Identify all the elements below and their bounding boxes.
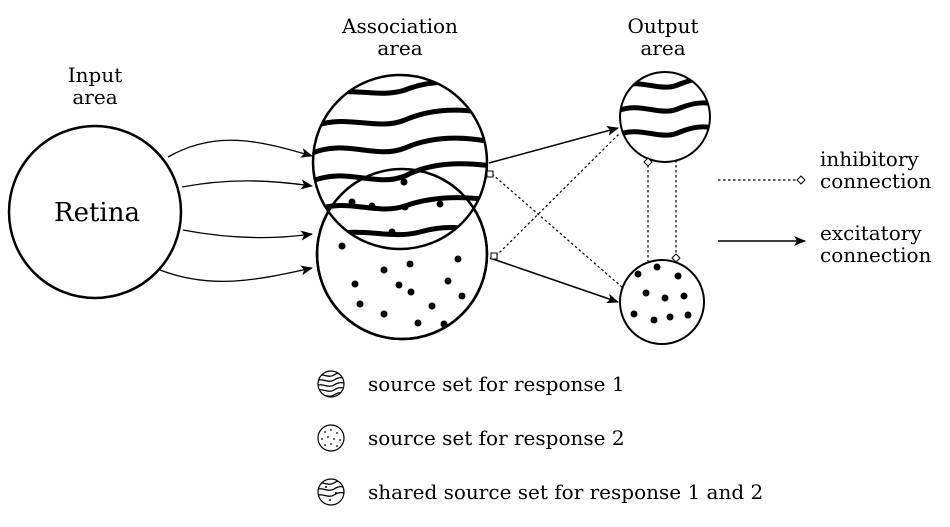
shared-dots bbox=[348, 178, 444, 236]
excitatory-label-1: excitatory bbox=[820, 221, 922, 245]
output-response-2-dots bbox=[630, 263, 692, 324]
input-area-label-1: Input bbox=[68, 63, 123, 87]
output-area-label-1: Output bbox=[627, 14, 698, 38]
legend-item-1: source set for response 1 bbox=[317, 370, 625, 398]
inhibitory-endpoints bbox=[486, 157, 806, 263]
inhibitory-line-2 bbox=[495, 132, 621, 257]
legend-item-2: source set for response 2 bbox=[317, 424, 625, 452]
retina-arrow-4 bbox=[159, 265, 313, 283]
output-response-1-circle bbox=[619, 71, 711, 163]
output-response-2-circle bbox=[619, 259, 705, 345]
legend-dots-icon bbox=[321, 429, 341, 447]
association-area-label-1: Association bbox=[341, 14, 458, 38]
retina-label: Retina bbox=[54, 198, 140, 228]
legend-item-3: shared source set for response 1 and 2 bbox=[317, 478, 763, 506]
retina-arrow-1 bbox=[167, 139, 313, 158]
legend-label-2: source set for response 2 bbox=[368, 426, 625, 450]
retina-arrow-2 bbox=[181, 179, 313, 190]
excitatory-arrow-1 bbox=[488, 126, 619, 164]
association-area-label-2: area bbox=[377, 36, 422, 60]
retina-circle bbox=[7, 124, 183, 300]
source-set-2-dots bbox=[338, 229, 466, 328]
output-area-label-2: area bbox=[640, 36, 685, 60]
inhibitory-label-2: connection bbox=[820, 169, 932, 193]
retina-arrow-3 bbox=[182, 229, 313, 241]
retina-connections bbox=[159, 139, 313, 283]
legend-label-3: shared source set for response 1 and 2 bbox=[368, 480, 763, 504]
inhibitory-label-1: inhibitory bbox=[820, 147, 919, 171]
legend-label-1: source set for response 1 bbox=[368, 372, 625, 396]
excitatory-label-2: connection bbox=[820, 243, 932, 267]
excitatory-arrow-2 bbox=[489, 257, 619, 304]
overlap-outline bbox=[315, 167, 489, 341]
inhibitory-connections bbox=[491, 132, 797, 289]
input-area-label-2: area bbox=[72, 85, 117, 109]
inhibitory-line-1 bbox=[491, 173, 624, 289]
